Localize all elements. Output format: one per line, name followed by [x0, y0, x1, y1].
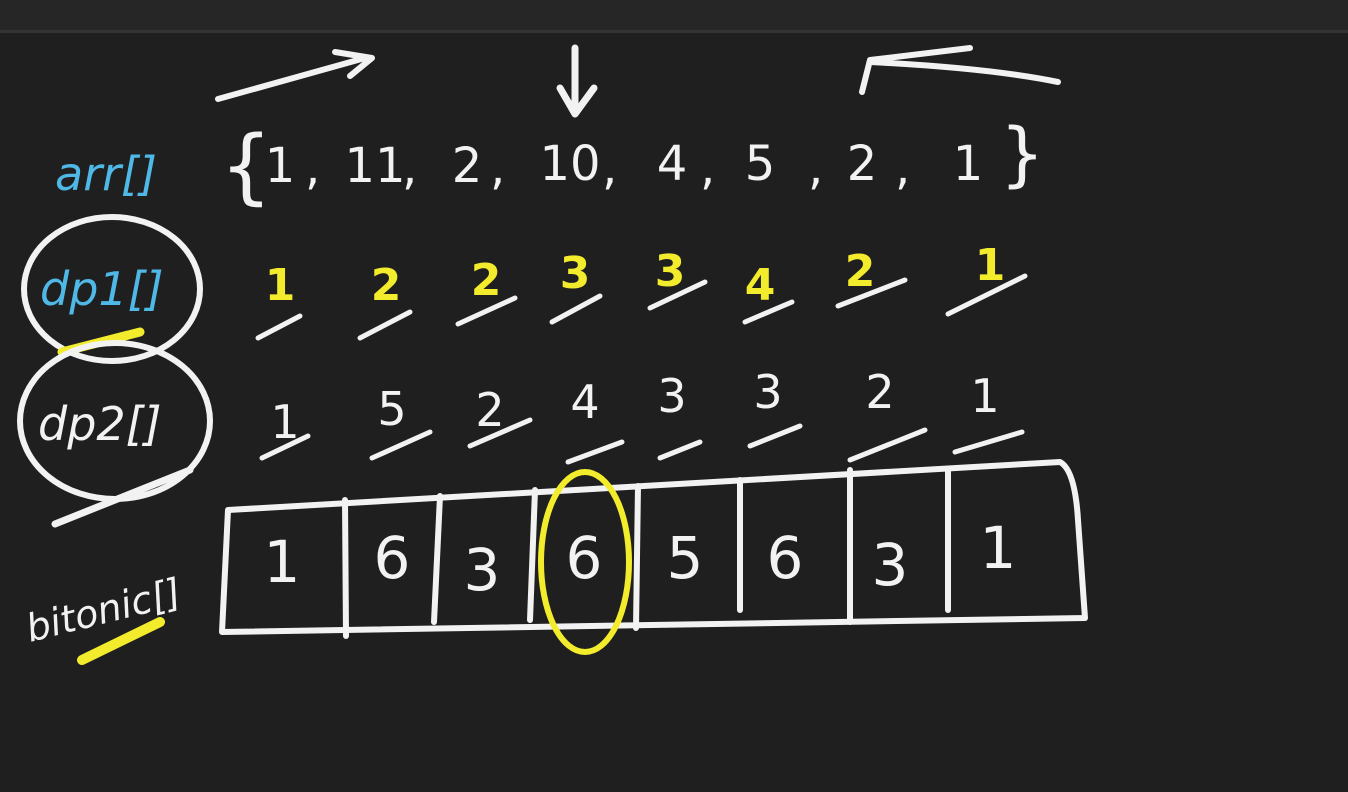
arr-value: 10: [539, 136, 600, 192]
bitonic-value: 1: [980, 514, 1017, 582]
arr-comma: ,: [700, 140, 715, 196]
arr-comma: ,: [490, 140, 505, 196]
arr-value: 2: [847, 136, 878, 192]
arr-value: 2: [452, 138, 483, 194]
dp1-value: 4: [745, 260, 776, 311]
dp1-value: 3: [560, 248, 591, 299]
dp2-value: 4: [570, 375, 599, 429]
arr-row: { 1 , 11 , 2 , 10 , 4 , 5 , 2 , 1 }: [220, 113, 1045, 214]
arr-comma: ,: [402, 140, 417, 196]
arr-value: 1: [265, 138, 296, 194]
arrow-down-icon: [556, 44, 598, 118]
bitonic-value: 6: [767, 524, 804, 592]
dp1-underlines: [255, 273, 1028, 341]
dp2-label: dp2[]: [38, 397, 162, 451]
dp1-value: 1: [975, 240, 1006, 291]
top-bar-divider: [0, 30, 1348, 33]
arr-value: 4: [657, 136, 688, 192]
dp2-value: 3: [753, 365, 782, 419]
dp2-value: 3: [657, 369, 686, 423]
bitonic-value: 6: [566, 524, 603, 592]
dp2-underlines: [259, 417, 1025, 465]
arr-comma: ,: [808, 140, 823, 196]
dp1-label: dp1[]: [40, 262, 164, 316]
arrow-left-icon: [859, 45, 1061, 95]
bitonic-value: 1: [264, 528, 301, 596]
dp2-row: 1 5 2 4 3 3 2 1: [270, 365, 999, 449]
bitonic-value: 5: [667, 524, 704, 592]
bitonic-value: 3: [872, 531, 909, 599]
dp1-label-circle: [21, 214, 203, 364]
bitonic-array: [219, 459, 1088, 639]
arr-value: 1: [953, 136, 984, 192]
top-bar: [0, 0, 1348, 30]
arr-value: 5: [745, 136, 776, 192]
arr-value: 11: [344, 138, 405, 194]
dp2-value: 5: [377, 382, 406, 436]
arr-comma: ,: [895, 140, 910, 196]
dp2-value: 2: [475, 383, 504, 437]
bitonic-value: 3: [464, 536, 501, 604]
arr-brace-open: {: [220, 119, 272, 214]
dp1-row: 1 2 2 3 3 4 2 1: [265, 240, 1006, 311]
arrow-right-icon: [215, 49, 375, 102]
dp1-value: 2: [471, 255, 502, 306]
arr-comma: ,: [305, 140, 320, 196]
dp2-value: 1: [970, 369, 999, 423]
dp1-value: 3: [655, 246, 686, 297]
bitonic-max-highlight-circle: [538, 469, 632, 655]
bitonic-highlight-stroke: [77, 617, 165, 665]
bitonic-label: bitonic[]: [22, 570, 186, 651]
dp1-value: 1: [265, 260, 296, 311]
arr-brace-close: }: [1000, 113, 1045, 195]
dp2-underline: [51, 466, 194, 528]
bitonic-value: 6: [374, 524, 411, 592]
arr-comma: ,: [602, 140, 617, 196]
dp1-value: 2: [371, 260, 402, 311]
bitonic-row: 1 6 3 6 5 6 3 1: [264, 514, 1017, 604]
dp1-value: 2: [845, 246, 876, 297]
dp2-value: 2: [865, 365, 894, 419]
arr-label: arr[]: [55, 147, 157, 201]
